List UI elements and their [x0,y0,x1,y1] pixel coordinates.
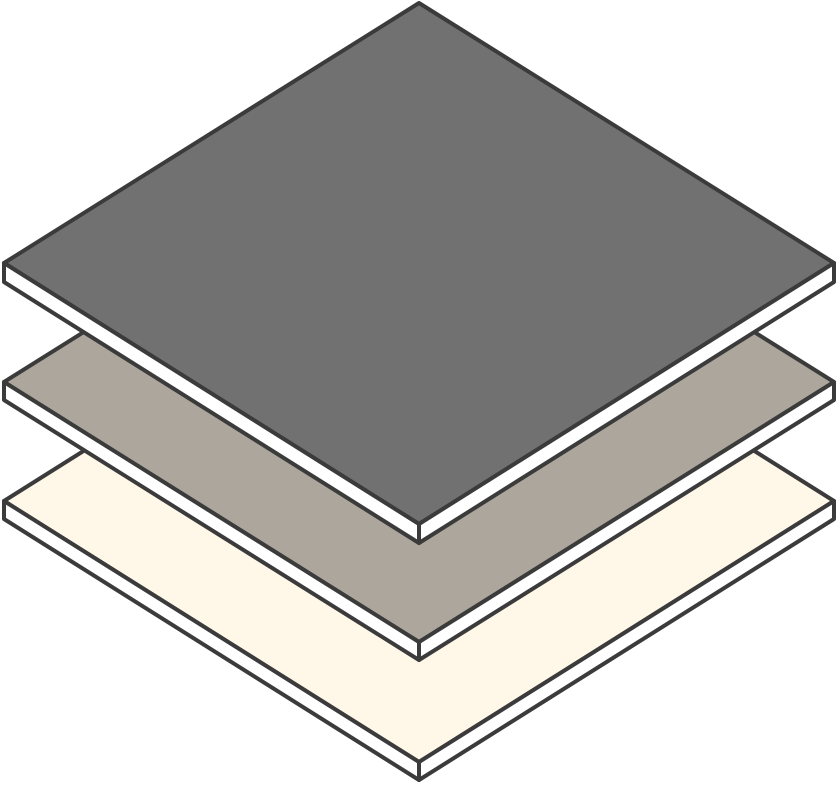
layer-bottom-right-side [417,499,836,782]
layer-top-right-side [417,261,836,545]
layer-middle-right-side [417,380,836,662]
layer-top [2,1,836,545]
